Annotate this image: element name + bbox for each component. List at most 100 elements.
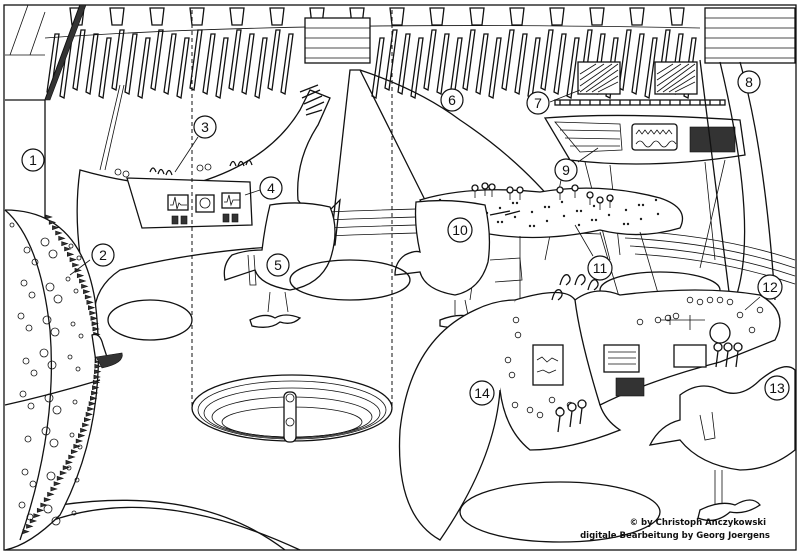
ceiling-fin bbox=[228, 29, 242, 91]
chair-13 bbox=[648, 366, 796, 522]
console-lever bbox=[579, 407, 583, 425]
floor-pad-center bbox=[289, 259, 411, 301]
sphere-port bbox=[70, 321, 76, 327]
console-lever bbox=[735, 350, 739, 368]
ceiling-lamp bbox=[269, 7, 285, 26]
sphere-spike bbox=[69, 257, 77, 263]
ceiling-fin bbox=[397, 33, 411, 95]
pillar-8 bbox=[699, 59, 776, 301]
console-lever-knob bbox=[713, 342, 723, 352]
svg-text:4: 4 bbox=[267, 180, 275, 196]
support-strut bbox=[99, 84, 125, 171]
table-dot bbox=[496, 220, 500, 224]
ceiling-vent-left bbox=[304, 17, 371, 64]
ceiling-fin bbox=[488, 37, 502, 99]
sphere-spike bbox=[40, 502, 48, 508]
sphere-port bbox=[24, 435, 32, 443]
sphere-spike bbox=[83, 289, 91, 295]
svg-text:2: 2 bbox=[99, 247, 107, 263]
sphere-port bbox=[29, 480, 37, 488]
sphere-spike bbox=[94, 363, 102, 369]
console-button bbox=[686, 296, 694, 304]
callout-10: 10 bbox=[447, 217, 473, 243]
ceiling-left-lines bbox=[5, 4, 46, 56]
sphere-spike bbox=[47, 491, 55, 497]
console-button bbox=[756, 306, 764, 314]
floor-hatch bbox=[191, 374, 393, 443]
callout-12: 12 bbox=[744, 274, 783, 311]
ceiling-fin bbox=[644, 37, 658, 99]
ceiling-fin bbox=[384, 29, 398, 91]
console-button bbox=[508, 371, 516, 379]
ceiling-vent-right bbox=[704, 7, 796, 64]
sphere-spike bbox=[78, 433, 86, 439]
sphere-spike bbox=[56, 475, 65, 481]
table-dot bbox=[592, 204, 596, 208]
sphere-spike bbox=[86, 299, 94, 305]
table-knob bbox=[586, 191, 594, 199]
sphere-port bbox=[46, 471, 56, 481]
callout-5: 5 bbox=[266, 253, 290, 277]
sphere-port bbox=[75, 366, 81, 372]
sphere-port bbox=[20, 279, 28, 287]
console-lever-knob bbox=[733, 342, 743, 352]
ceiling-fin bbox=[176, 37, 190, 99]
callout-8: 8 bbox=[737, 70, 761, 94]
table-dot bbox=[579, 209, 583, 213]
sphere-spike bbox=[92, 379, 101, 385]
sphere-spike bbox=[85, 411, 93, 417]
sphere-port bbox=[65, 276, 71, 282]
ceiling-fin bbox=[137, 37, 151, 99]
sphere-spike bbox=[48, 219, 57, 225]
ceiling-lamp bbox=[469, 7, 485, 26]
svg-text:6: 6 bbox=[448, 92, 456, 108]
table-dot bbox=[560, 200, 564, 204]
sphere-port bbox=[71, 510, 77, 516]
sphere-spike bbox=[82, 422, 90, 428]
sphere-port bbox=[73, 288, 79, 294]
sphere-spike bbox=[36, 507, 45, 513]
table-dot bbox=[515, 201, 519, 205]
sphere-spike bbox=[89, 310, 97, 316]
table-knob bbox=[506, 186, 514, 194]
svg-text:7: 7 bbox=[534, 95, 542, 111]
table-knob bbox=[606, 194, 614, 202]
sphere-spike bbox=[88, 305, 96, 311]
console-button bbox=[526, 406, 534, 414]
console-button bbox=[636, 318, 644, 326]
console-button bbox=[716, 296, 724, 304]
ceiling-fin bbox=[241, 33, 255, 95]
sphere-spike bbox=[29, 518, 38, 524]
sphere-spike bbox=[91, 390, 99, 396]
sphere-port bbox=[18, 501, 26, 509]
sphere-port bbox=[53, 294, 63, 304]
svg-text:14: 14 bbox=[474, 385, 490, 401]
callout-13: 13 bbox=[764, 375, 790, 401]
ceiling-fin bbox=[98, 37, 112, 99]
knobs-3 bbox=[114, 159, 253, 178]
ceiling-hatch-strip bbox=[44, 4, 87, 101]
sphere-spike bbox=[70, 449, 79, 455]
console-lever-knob bbox=[577, 399, 587, 409]
table-dot bbox=[637, 203, 641, 207]
ceiling-lamp bbox=[389, 7, 405, 26]
callout-11: 11 bbox=[574, 224, 613, 281]
table-dot bbox=[577, 223, 581, 227]
sphere-port bbox=[44, 393, 54, 403]
table-dot bbox=[513, 215, 517, 219]
table-dot bbox=[624, 208, 628, 212]
svg-text:12: 12 bbox=[762, 279, 778, 295]
ceiling-fin bbox=[267, 29, 281, 91]
console-button bbox=[726, 298, 734, 306]
ceiling-fin bbox=[254, 37, 268, 99]
ceiling-fin bbox=[540, 29, 554, 91]
sphere-spike bbox=[80, 427, 88, 433]
ceiling-fin bbox=[423, 29, 437, 91]
table-dot bbox=[528, 224, 532, 228]
svg-text:3: 3 bbox=[201, 119, 209, 135]
sphere-port bbox=[68, 243, 74, 249]
console-lever-knob bbox=[555, 407, 565, 417]
ceiling-fin bbox=[618, 29, 632, 91]
table-dot bbox=[562, 214, 566, 218]
